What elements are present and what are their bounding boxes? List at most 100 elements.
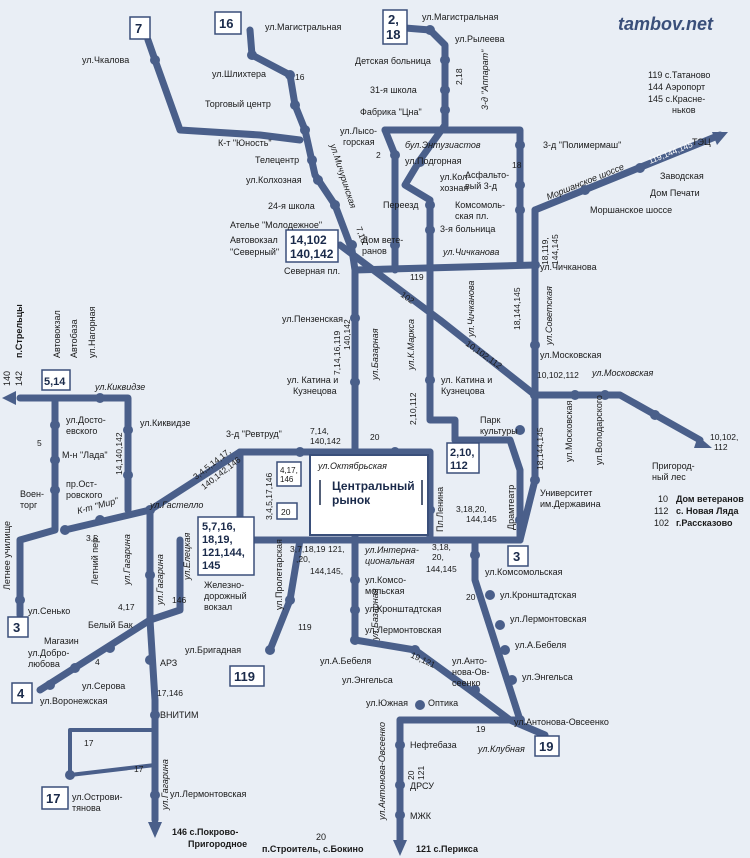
stop-dot[interactable]	[307, 155, 317, 165]
route-box-19[interactable]	[534, 735, 560, 757]
stop-dot[interactable]	[470, 550, 480, 560]
stop-dot[interactable]	[350, 635, 360, 645]
stop-dot[interactable]	[265, 645, 275, 655]
route-box-4[interactable]	[11, 682, 33, 704]
stop-dot[interactable]	[145, 570, 155, 580]
stop-dot[interactable]	[530, 390, 540, 400]
route-line-chichkanova	[351, 261, 539, 274]
stop-dot[interactable]	[145, 505, 155, 515]
stop-dot[interactable]	[635, 163, 645, 173]
route-box-17[interactable]	[41, 786, 69, 810]
stop-dot[interactable]	[600, 390, 610, 400]
stop-dot[interactable]	[395, 740, 405, 750]
route-box-3[interactable]	[507, 545, 529, 567]
route-box-20[interactable]	[276, 502, 298, 520]
stop-dot[interactable]	[95, 393, 105, 403]
stop-dot[interactable]	[410, 645, 420, 655]
stop-dot[interactable]	[347, 240, 357, 250]
route-box-5-14[interactable]	[41, 369, 71, 391]
stop-dot[interactable]	[105, 643, 115, 653]
route-box-3[interactable]	[7, 616, 29, 638]
legend-num: 10	[658, 494, 668, 504]
stop-dot[interactable]	[500, 645, 510, 655]
stop-dot[interactable]	[350, 605, 360, 615]
route-label: 17	[84, 738, 94, 748]
stop-dot[interactable]	[425, 375, 435, 385]
stop-dot[interactable]	[123, 425, 133, 435]
street-label: ул.Гастелло	[149, 500, 203, 510]
legend-dest: г.Рассказово	[676, 518, 733, 528]
stop-dot[interactable]	[95, 515, 105, 525]
stop-dot[interactable]	[145, 655, 155, 665]
stop-dot[interactable]	[425, 200, 435, 210]
route-box-2-18[interactable]	[382, 9, 408, 45]
stop-dot[interactable]	[45, 680, 55, 690]
stop-dot[interactable]	[485, 590, 495, 600]
stop-dot[interactable]	[50, 420, 60, 430]
stop-dot[interactable]	[515, 425, 525, 435]
stop-dot[interactable]	[285, 595, 295, 605]
stop-dot[interactable]	[440, 55, 450, 65]
route-box-4-17-146[interactable]	[276, 461, 302, 487]
street-label: Парк	[480, 415, 500, 425]
stop-dot[interactable]	[395, 810, 405, 820]
stop-dot[interactable]	[515, 515, 525, 525]
route-box-119[interactable]	[229, 665, 265, 687]
street-label: ул.Чичканова	[540, 262, 597, 272]
route-label: 7,16	[354, 225, 369, 244]
stop-dot[interactable]	[15, 595, 25, 605]
stop-dot[interactable]	[515, 205, 525, 215]
stop-dot[interactable]	[515, 180, 525, 190]
stop-dot[interactable]	[470, 685, 480, 695]
stop-dot[interactable]	[50, 455, 60, 465]
stop-dot[interactable]	[515, 140, 525, 150]
brand-logo[interactable]: tambov.net	[618, 14, 714, 34]
stop-dot[interactable]	[70, 663, 80, 673]
stop-dot[interactable]	[395, 780, 405, 790]
route-label: 18,144,145	[535, 427, 545, 470]
stop-dot[interactable]	[50, 485, 60, 495]
stop-dot[interactable]	[507, 675, 517, 685]
stop-dot[interactable]	[415, 157, 425, 167]
stop-dot[interactable]	[425, 225, 435, 235]
stop-dot[interactable]	[60, 525, 70, 535]
stop-dot[interactable]	[150, 710, 160, 720]
stop-dot[interactable]	[295, 447, 305, 457]
stop-dot[interactable]	[650, 410, 660, 420]
stop-dot[interactable]	[570, 390, 580, 400]
stop-dot[interactable]	[285, 70, 295, 80]
stop-dot[interactable]	[150, 790, 160, 800]
stop-dot[interactable]	[300, 125, 310, 135]
stop-dot[interactable]	[350, 535, 360, 545]
route-box-7[interactable]	[129, 16, 151, 40]
stop-dot[interactable]	[530, 260, 540, 270]
stop-dot[interactable]	[390, 150, 400, 160]
stop-dot[interactable]	[247, 50, 257, 60]
route-box-2-10-112[interactable]	[446, 442, 480, 474]
stop-dot[interactable]	[530, 340, 540, 350]
stop-dot[interactable]	[580, 185, 590, 195]
stop-dot[interactable]	[123, 470, 133, 480]
route-line-morshanskoe	[531, 131, 724, 214]
stop-dot[interactable]	[425, 25, 435, 35]
stop-dot[interactable]	[390, 240, 400, 250]
stop-dot[interactable]	[65, 770, 75, 780]
stop-dot[interactable]	[515, 715, 525, 725]
stop-dot[interactable]	[350, 575, 360, 585]
stop-dot[interactable]	[440, 105, 450, 115]
route-box-16[interactable]	[214, 11, 242, 35]
route-box-14-102[interactable]	[285, 229, 339, 263]
route-box-station[interactable]	[197, 516, 255, 576]
central-market[interactable]: ул.Октябрьская Центральный рынок	[309, 454, 429, 536]
stop-dot[interactable]	[350, 313, 360, 323]
route-label: 4	[95, 657, 100, 667]
stop-dot[interactable]	[440, 85, 450, 95]
stop-dot[interactable]	[313, 175, 323, 185]
stop-dot[interactable]	[530, 475, 540, 485]
stop-dot[interactable]	[350, 377, 360, 387]
stop-dot[interactable]	[330, 200, 340, 210]
stop-dot[interactable]	[495, 620, 505, 630]
stop-dot[interactable]	[415, 700, 425, 710]
stop-dot[interactable]	[290, 100, 300, 110]
stop-dot[interactable]	[150, 55, 160, 65]
